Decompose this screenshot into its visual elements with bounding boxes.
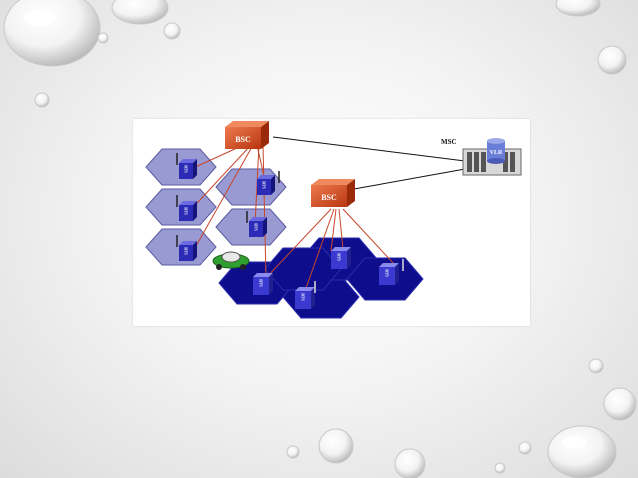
bts-label: BTS bbox=[385, 269, 390, 277]
bsc-label: BSC bbox=[235, 135, 251, 144]
mobile-car-icon bbox=[212, 251, 250, 270]
bts-label: BTS bbox=[184, 207, 189, 215]
hex-cell bbox=[215, 168, 287, 206]
water-drop bbox=[97, 32, 109, 44]
water-drop bbox=[34, 92, 50, 108]
bts-station: BTS bbox=[379, 259, 404, 285]
water-drop bbox=[597, 45, 627, 75]
bsc-msc-link bbox=[353, 168, 466, 190]
bts-label: BTS bbox=[301, 293, 306, 301]
gsm-network-diagram: BSC BSC MSC VLR bbox=[133, 119, 530, 326]
bts-label: BTS bbox=[184, 247, 189, 255]
bsc-msc-link bbox=[272, 136, 466, 162]
msc-label: MSC bbox=[441, 138, 457, 146]
bts-station: BTS bbox=[176, 195, 197, 221]
vlr-label: VLR bbox=[490, 150, 503, 156]
water-drop bbox=[286, 445, 300, 459]
msc-node: MSC VLR bbox=[441, 138, 522, 176]
bts-station: BTS bbox=[257, 171, 280, 195]
bts-station: BTS bbox=[331, 247, 351, 269]
bts-label: BTS bbox=[259, 279, 264, 287]
water-drop bbox=[111, 0, 169, 25]
bts-station: BTS bbox=[176, 235, 197, 261]
bts-label: BTS bbox=[184, 165, 189, 173]
bts-label: BTS bbox=[262, 181, 267, 189]
bsc2-bts-links bbox=[264, 208, 396, 292]
water-drop bbox=[588, 358, 604, 374]
bts-label: BTS bbox=[337, 253, 342, 261]
bts-label: BTS bbox=[254, 223, 259, 231]
water-drop bbox=[318, 428, 354, 464]
bts-station: BTS bbox=[295, 281, 316, 309]
water-drop bbox=[603, 387, 637, 421]
water-drop bbox=[555, 0, 601, 17]
water-drop bbox=[394, 448, 426, 478]
vlr-database-icon: VLR bbox=[487, 138, 505, 164]
bsc-label: BSC bbox=[321, 193, 337, 202]
bts-station: BTS bbox=[253, 273, 273, 295]
network-diagram-canvas: BSC BSC MSC VLR bbox=[145, 121, 522, 319]
water-drop bbox=[163, 22, 181, 40]
water-drop bbox=[547, 425, 617, 478]
bts-station: BTS bbox=[176, 153, 197, 179]
water-drop bbox=[518, 441, 532, 455]
bsc-node-2: BSC bbox=[311, 179, 355, 207]
bsc-node-1: BSC bbox=[225, 121, 269, 149]
water-drop bbox=[3, 0, 101, 67]
water-drop bbox=[494, 462, 506, 474]
bts-station: BTS bbox=[246, 211, 267, 237]
